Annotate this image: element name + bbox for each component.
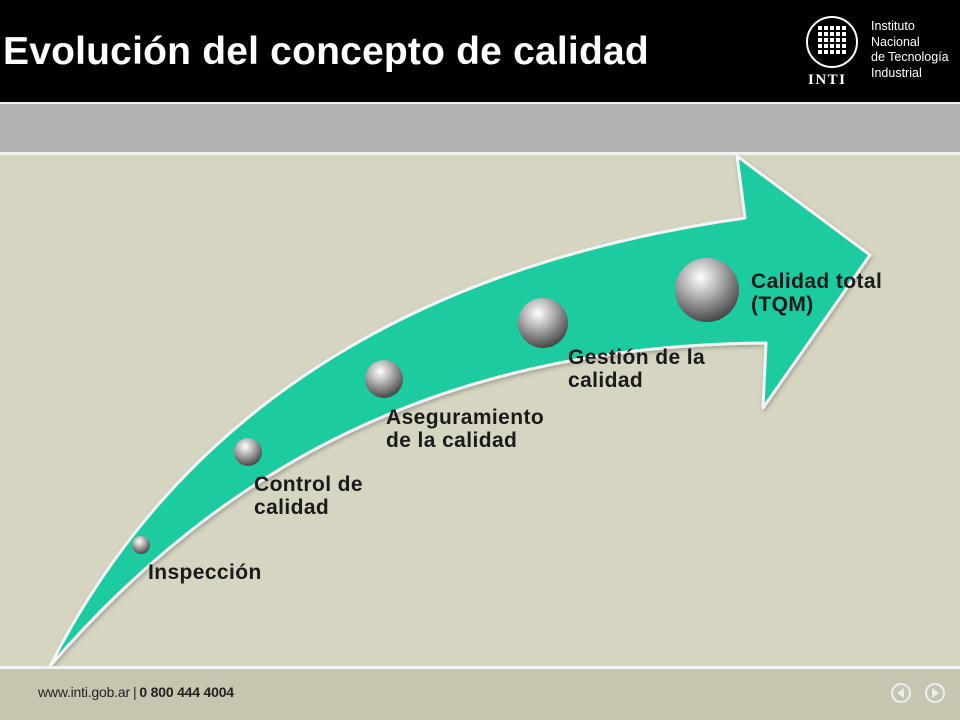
stage-node-inspeccion xyxy=(132,536,150,554)
stage-label-line: (TQM) xyxy=(751,293,814,316)
footer-contact: www.inti.gob.ar|0 800 444 4004 xyxy=(38,684,234,700)
stage-label-line: calidad xyxy=(254,496,330,519)
subheader-divider xyxy=(0,152,960,155)
next-arrow-icon xyxy=(932,688,939,698)
footer-divider xyxy=(0,666,960,669)
next-slide-button[interactable] xyxy=(925,683,945,703)
stage-label-aseguramiento: Aseguramiento de la calidad xyxy=(386,406,544,452)
stage-label-gestion: Gestión de la calidad xyxy=(568,346,705,392)
inti-wordmark: INTI xyxy=(808,72,847,88)
stage-label-inspeccion: Inspección xyxy=(148,561,262,584)
stage-label-line: Control de xyxy=(254,473,363,496)
footer-website: www.inti.gob.ar xyxy=(38,684,130,700)
stage-node-aseguramiento xyxy=(365,360,403,398)
subheader-band xyxy=(0,104,960,152)
stage-node-tqm xyxy=(675,258,739,322)
inti-logo-emblem-icon xyxy=(806,16,858,68)
slide-footer: www.inti.gob.ar|0 800 444 4004 xyxy=(0,669,960,720)
stage-node-control xyxy=(234,438,262,466)
inti-logo: INTI Instituto Nacional de Tecnología In… xyxy=(804,14,954,94)
footer-phone: 0 800 444 4004 xyxy=(139,684,234,700)
stage-label-tqm: Calidad total (TQM) xyxy=(751,270,882,316)
institute-name: Instituto Nacional de Tecnología Industr… xyxy=(871,19,949,81)
institute-name-line: Industrial xyxy=(871,65,922,80)
stage-label-line: calidad xyxy=(568,369,644,392)
slide-header: Evolución del concepto de calidad INTI I… xyxy=(0,0,960,102)
stage-label-line: Aseguramiento xyxy=(386,406,545,429)
institute-name-line: Instituto xyxy=(871,19,915,33)
header-divider xyxy=(0,102,960,104)
stage-label-line: Gestión de la xyxy=(568,346,706,369)
prev-arrow-icon xyxy=(897,688,904,698)
curved-arrow xyxy=(48,154,872,668)
stage-label-line: Calidad total xyxy=(751,270,883,293)
prev-slide-button[interactable] xyxy=(891,683,911,703)
institute-name-line: de Tecnología xyxy=(871,50,949,64)
stage-label-line: Inspección xyxy=(148,561,262,584)
footer-separator: | xyxy=(132,684,137,700)
stage-label-line: de la calidad xyxy=(386,429,518,452)
institute-name-line: Nacional xyxy=(871,34,920,49)
slide-title: Evolución del concepto de calidad xyxy=(3,30,649,73)
stage-label-control: Control de calidad xyxy=(254,473,363,519)
stage-node-gestion xyxy=(518,298,568,348)
